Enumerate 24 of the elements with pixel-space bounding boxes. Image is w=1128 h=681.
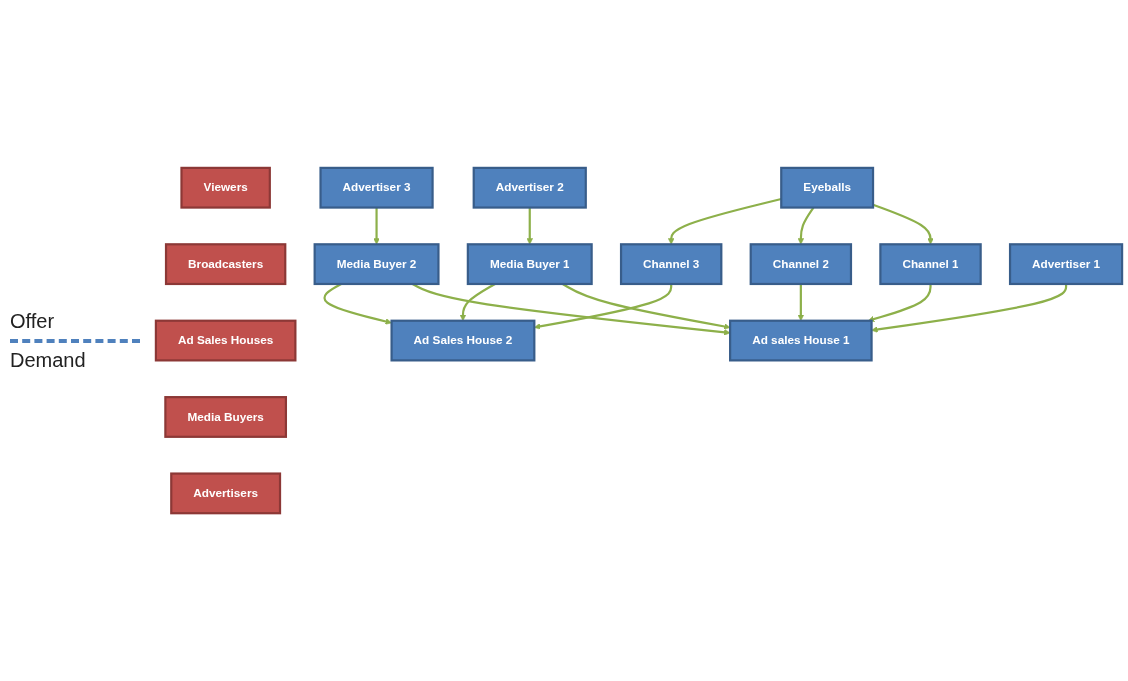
node-box: Channel 2 — [749, 243, 853, 285]
arrow — [534, 283, 673, 330]
node-box: Ad Sales House 2 — [390, 319, 536, 362]
node-box: Ad Sales Houses — [154, 319, 297, 362]
arrow — [526, 207, 533, 245]
node-box: Advertiser 1 — [1008, 243, 1124, 285]
arrow — [373, 207, 380, 245]
node-box: Advertiser 3 — [319, 166, 434, 209]
node-box: Viewers — [180, 166, 271, 209]
arrow — [871, 283, 1068, 333]
node-box: Channel 1 — [879, 243, 982, 285]
section-label: Offer — [10, 309, 56, 333]
section-label: Demand — [10, 348, 87, 372]
arrow — [667, 197, 782, 245]
node-box: Eyeballs — [780, 166, 875, 209]
node-box: Media Buyer 2 — [313, 243, 440, 285]
arrow — [797, 283, 805, 321]
node-box: Channel 3 — [619, 243, 723, 285]
node-box: Media Buyer 1 — [466, 243, 593, 285]
node-box: Media Buyers — [164, 395, 287, 438]
node-box: Ad sales House 1 — [729, 319, 873, 362]
node-box: Broadcasters — [164, 243, 287, 285]
node-box: Advertisers — [170, 472, 282, 515]
node-box: Advertiser 2 — [472, 166, 587, 209]
